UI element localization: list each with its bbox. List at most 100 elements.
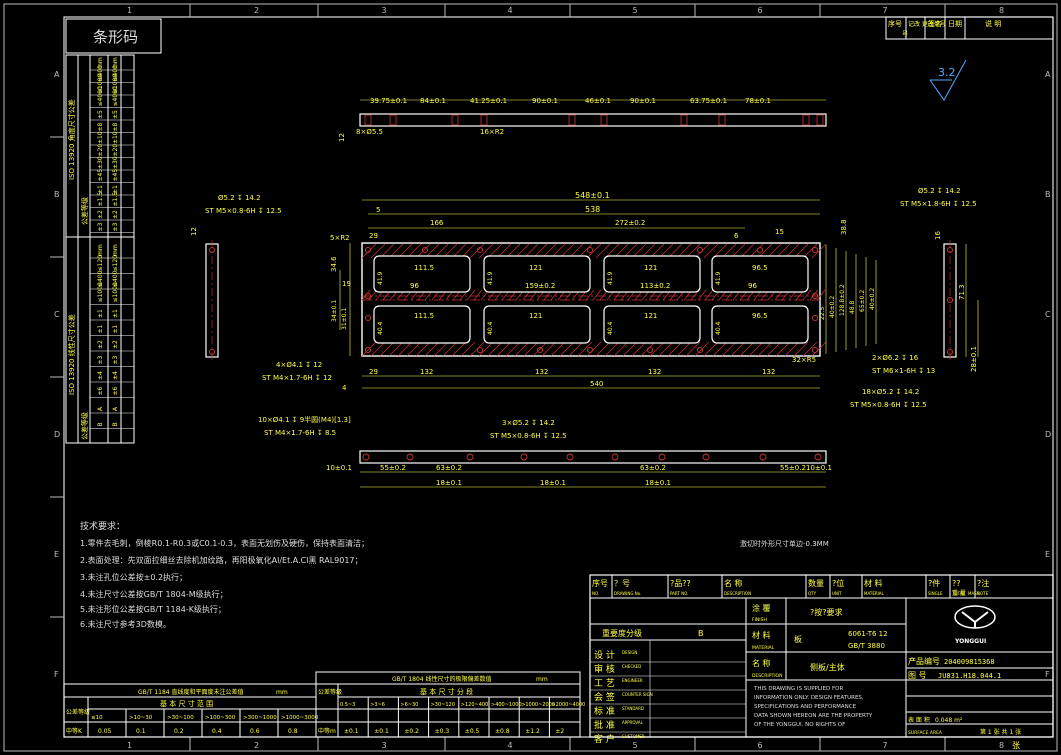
svg-text:公差等级: 公差等级 (318, 688, 342, 696)
tolb-value-2: ±0.2 (404, 728, 419, 735)
tb-head-9: ?注 (977, 578, 989, 588)
tolerance-table-a: GB/T 1184 直线度和平面度未注公差值 mm 基 本 尺 寸 范 围 公差… (63, 683, 319, 738)
rev-col-date: 日期 (948, 20, 962, 28)
svg-text:基 本 尺 寸 范 围: 基 本 尺 寸 范 围 (160, 699, 213, 708)
role-en-6: CUSTOMER (622, 734, 645, 739)
role-3: 会 签 (594, 691, 615, 703)
column-number-8: 8 (999, 6, 1004, 15)
tolb-value-3: ±0.3 (435, 728, 450, 735)
dim-5: 5 (376, 206, 380, 214)
row-letter-D: D (54, 430, 60, 439)
row-letter-right-B: B (1045, 190, 1051, 199)
tola-value-1: 0.1 (136, 728, 146, 735)
iso-cell-bottom-4: ±1 (97, 309, 104, 318)
hatch-line (721, 341, 737, 357)
top-slot (568, 114, 576, 126)
tb-head-en-6: MATERIAL (864, 591, 885, 596)
pocket-w-bot-1: 121 (529, 312, 542, 320)
bv-hole-2 (466, 453, 474, 461)
top-slot (802, 114, 810, 126)
bv-note-1: 10×Ø4.1 ↧ 9半圆(M4)[1.3] (258, 415, 351, 424)
tola-range-0: ≤10 (91, 715, 103, 721)
svg-text:表 面 积: 表 面 积 (908, 716, 930, 724)
column-number-1: 1 (127, 6, 132, 15)
tb-head-en-8: TOTAL (951, 591, 965, 596)
hole-15 (756, 246, 764, 254)
column-number-bottom-3: 3 (382, 741, 387, 750)
tb-head-en-5: UNIT (832, 591, 842, 596)
svg-text:第 1 张 共 1 张: 第 1 张 共 1 张 (980, 728, 1021, 736)
pocket-0-1 (373, 305, 471, 344)
row-letter-E: E (54, 550, 59, 559)
note-tl-2: ST M5×0.8-6H ↧ 12.5 (205, 207, 282, 215)
bv-hole-1 (406, 453, 414, 461)
iso-cell-bottom-6: ±2 (97, 340, 104, 349)
hole-2 (476, 246, 484, 254)
svg-text:基 本 尺 寸 分 段: 基 本 尺 寸 分 段 (420, 687, 473, 696)
svg-text:图 号: 图 号 (908, 671, 927, 680)
hatch-line (473, 289, 483, 301)
hatch-line (685, 341, 701, 357)
dim-166: 166 (430, 219, 444, 227)
pocket-2-1 (603, 305, 701, 344)
svg-text:YONGGUI: YONGGUI (954, 638, 986, 645)
bv-dim-bot-0: 18±0.1 (436, 479, 462, 487)
iso-cell-top-b-11: ±1.5 (112, 192, 119, 207)
bv-dim-top-4: 55±0.2 (780, 464, 806, 472)
svg-text:板: 板 (794, 634, 802, 644)
tola-value-5: 0.8 (288, 728, 298, 735)
hatch-line (604, 341, 620, 357)
pocket-h-top-2: 41.9 (607, 271, 614, 285)
iso-grade-top: 公差等级 (80, 197, 89, 225)
svg-text:GB/T 1184 直线度和平面度未注公差值: GB/T 1184 直线度和平面度未注公差值 (138, 688, 244, 696)
hatch-line (586, 341, 602, 357)
hatch-line (415, 341, 431, 357)
pocket-mid-2: 113±0.2 (640, 282, 670, 290)
disclaimer: THIS DRAWING IS SUPPLIED FOR INFORMATION… (753, 686, 874, 728)
iso-cell-bottom-b-0: mm (112, 244, 119, 256)
bv-dim-bot-2: 18±0.1 (645, 479, 671, 487)
row-letter-F: F (54, 670, 59, 679)
hatch-line (649, 341, 665, 357)
tb-head-en-4: QTY (808, 591, 817, 596)
svg-text:B: B (698, 629, 704, 638)
top-slot (680, 114, 688, 126)
left-dim-0: 34.6 (330, 256, 338, 272)
top-dim-3: 90±0.1 (532, 97, 558, 105)
note-right-2: ST M6×1-6H ↧ 13 (872, 367, 935, 375)
iso-cell-bottom-b-5: ±1 (112, 324, 119, 333)
tolb-value-7: ±2 (555, 728, 564, 735)
tola-value-3: 0.4 (212, 728, 222, 735)
top-dim-5: 90±0.1 (630, 97, 656, 105)
hatch-line (658, 341, 674, 357)
iso-cell-bottom-b-11: B (112, 422, 119, 426)
iso-cell-bottom-9: ±6 (97, 386, 104, 395)
top-note-r: 16×R2 (480, 128, 504, 136)
tb-head-6: 材 料 (864, 578, 883, 588)
right-dim-4: 65±0.2 (859, 290, 866, 312)
iso-title-bottom: ISO 13920 线性尺寸公差 (67, 314, 76, 395)
pocket-3-0 (711, 255, 809, 293)
top-slot (816, 114, 824, 126)
roughness-symbol: 3.2 (929, 59, 967, 101)
hatch-line (703, 243, 719, 259)
dim-538: 538 (585, 205, 600, 214)
iso-cell-top-b-0: mm (112, 57, 119, 69)
tolb-range-6: >1000~2000 (521, 702, 555, 708)
top-slot (364, 114, 372, 126)
iso-cell-bottom-b-2: ≤400 (112, 270, 119, 287)
revision-table: 序号 记改 更改单号 签名 日期 说 明 号 (885, 16, 1054, 40)
note-line-5: 5.未注形位公差按GB/T 1184-K级执行； (80, 604, 226, 614)
svg-text:FINISH: FINISH (752, 617, 767, 623)
iso-cell-top-b-9: ±45 (112, 169, 119, 182)
tolb-range-2: >6~30 (400, 702, 418, 708)
bottom-dim-0: 29 (369, 368, 378, 376)
hatch-line (622, 341, 638, 357)
pocket-h-bot-0: 40.4 (377, 321, 384, 335)
hatch-line (406, 341, 422, 357)
rev-col-change: 记改 更改单号 (908, 20, 946, 28)
